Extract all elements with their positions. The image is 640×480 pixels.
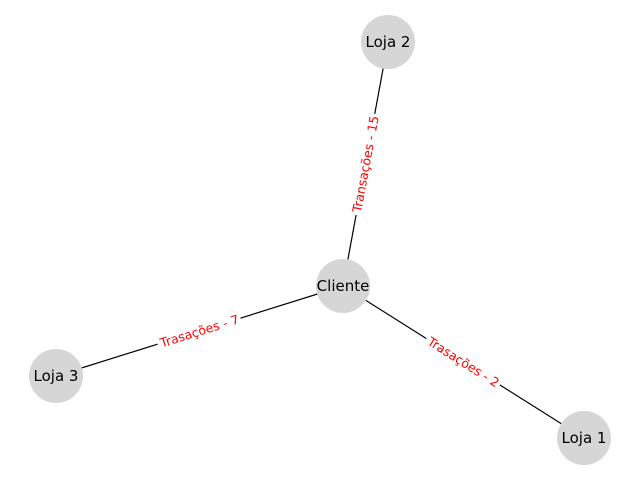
node-label: Loja 1 [562, 429, 607, 447]
node-circle [557, 411, 611, 465]
edge-label: Transações - 15 [349, 115, 382, 215]
node-circle [316, 259, 370, 313]
edge-label-group-loja3: Trasações - 7 [155, 310, 244, 353]
edge-label-background [347, 112, 384, 217]
edge-label-background [421, 331, 505, 393]
node-circle [29, 349, 83, 403]
node-circle [361, 15, 415, 69]
node-loja1: Loja 1 [557, 411, 611, 465]
node-label: Loja 3 [34, 367, 79, 385]
node-loja2: Loja 2 [361, 15, 415, 69]
edge-labels-layer: Trasações - 2 Transações - 15 Trasações - … [155, 112, 505, 393]
edge-label: Trasações - 7 [157, 312, 241, 351]
edge-label-background [155, 310, 244, 353]
edge-label-group-loja2: Transações - 15 [347, 112, 384, 217]
edges-layer [55, 41, 585, 439]
node-loja3: Loja 3 [29, 349, 83, 403]
node-label: Loja 2 [366, 33, 411, 51]
edge-label: Trasações - 2 [424, 333, 502, 390]
node-cliente: Cliente [316, 259, 370, 313]
edge-label-group-loja1: Trasações - 2 [421, 331, 505, 393]
node-label: Cliente [317, 277, 370, 295]
